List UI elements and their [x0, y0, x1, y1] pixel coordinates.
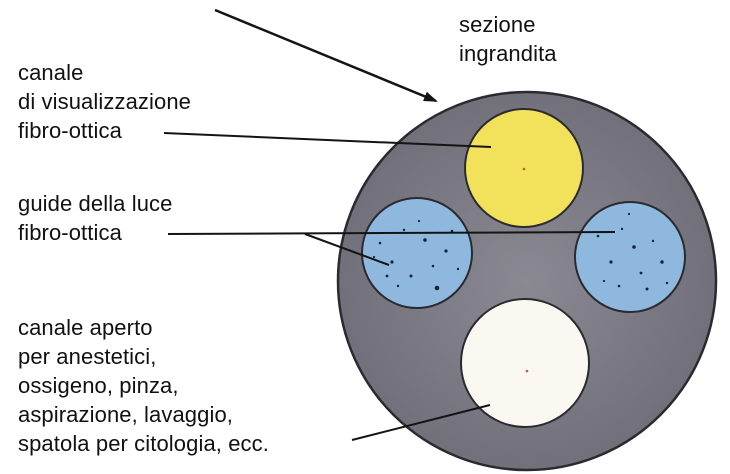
label-line: fibro-ottica	[18, 218, 173, 247]
open-channel-dot	[526, 370, 529, 373]
label-line: per anestetici,	[18, 342, 269, 371]
light-guide-left	[362, 198, 472, 308]
label-line: sezione	[459, 10, 557, 39]
section-pointer-arrow	[215, 10, 436, 101]
label-open-channel: canale aperto per anestetici, ossigeno, …	[18, 313, 269, 458]
label-enlarged-section: sezione ingrandita	[459, 10, 557, 68]
label-line: canale aperto	[18, 313, 269, 342]
label-optic-viewing-channel: canale di visualizzazione fibro-ottica	[18, 58, 191, 145]
label-line: aspirazione, lavaggio,	[18, 400, 269, 429]
label-line: canale	[18, 58, 191, 87]
label-light-guides: guide della luce fibro-ottica	[18, 189, 173, 247]
label-line: di visualizzazione	[18, 87, 191, 116]
light-guide-right	[575, 202, 685, 312]
label-line: fibro-ottica	[18, 116, 191, 145]
label-line: guide della luce	[18, 189, 173, 218]
optic-channel-dot	[523, 168, 526, 171]
label-line: ingrandita	[459, 39, 557, 68]
label-line: spatola per citologia, ecc.	[18, 429, 269, 458]
label-line: ossigeno, pinza,	[18, 371, 269, 400]
